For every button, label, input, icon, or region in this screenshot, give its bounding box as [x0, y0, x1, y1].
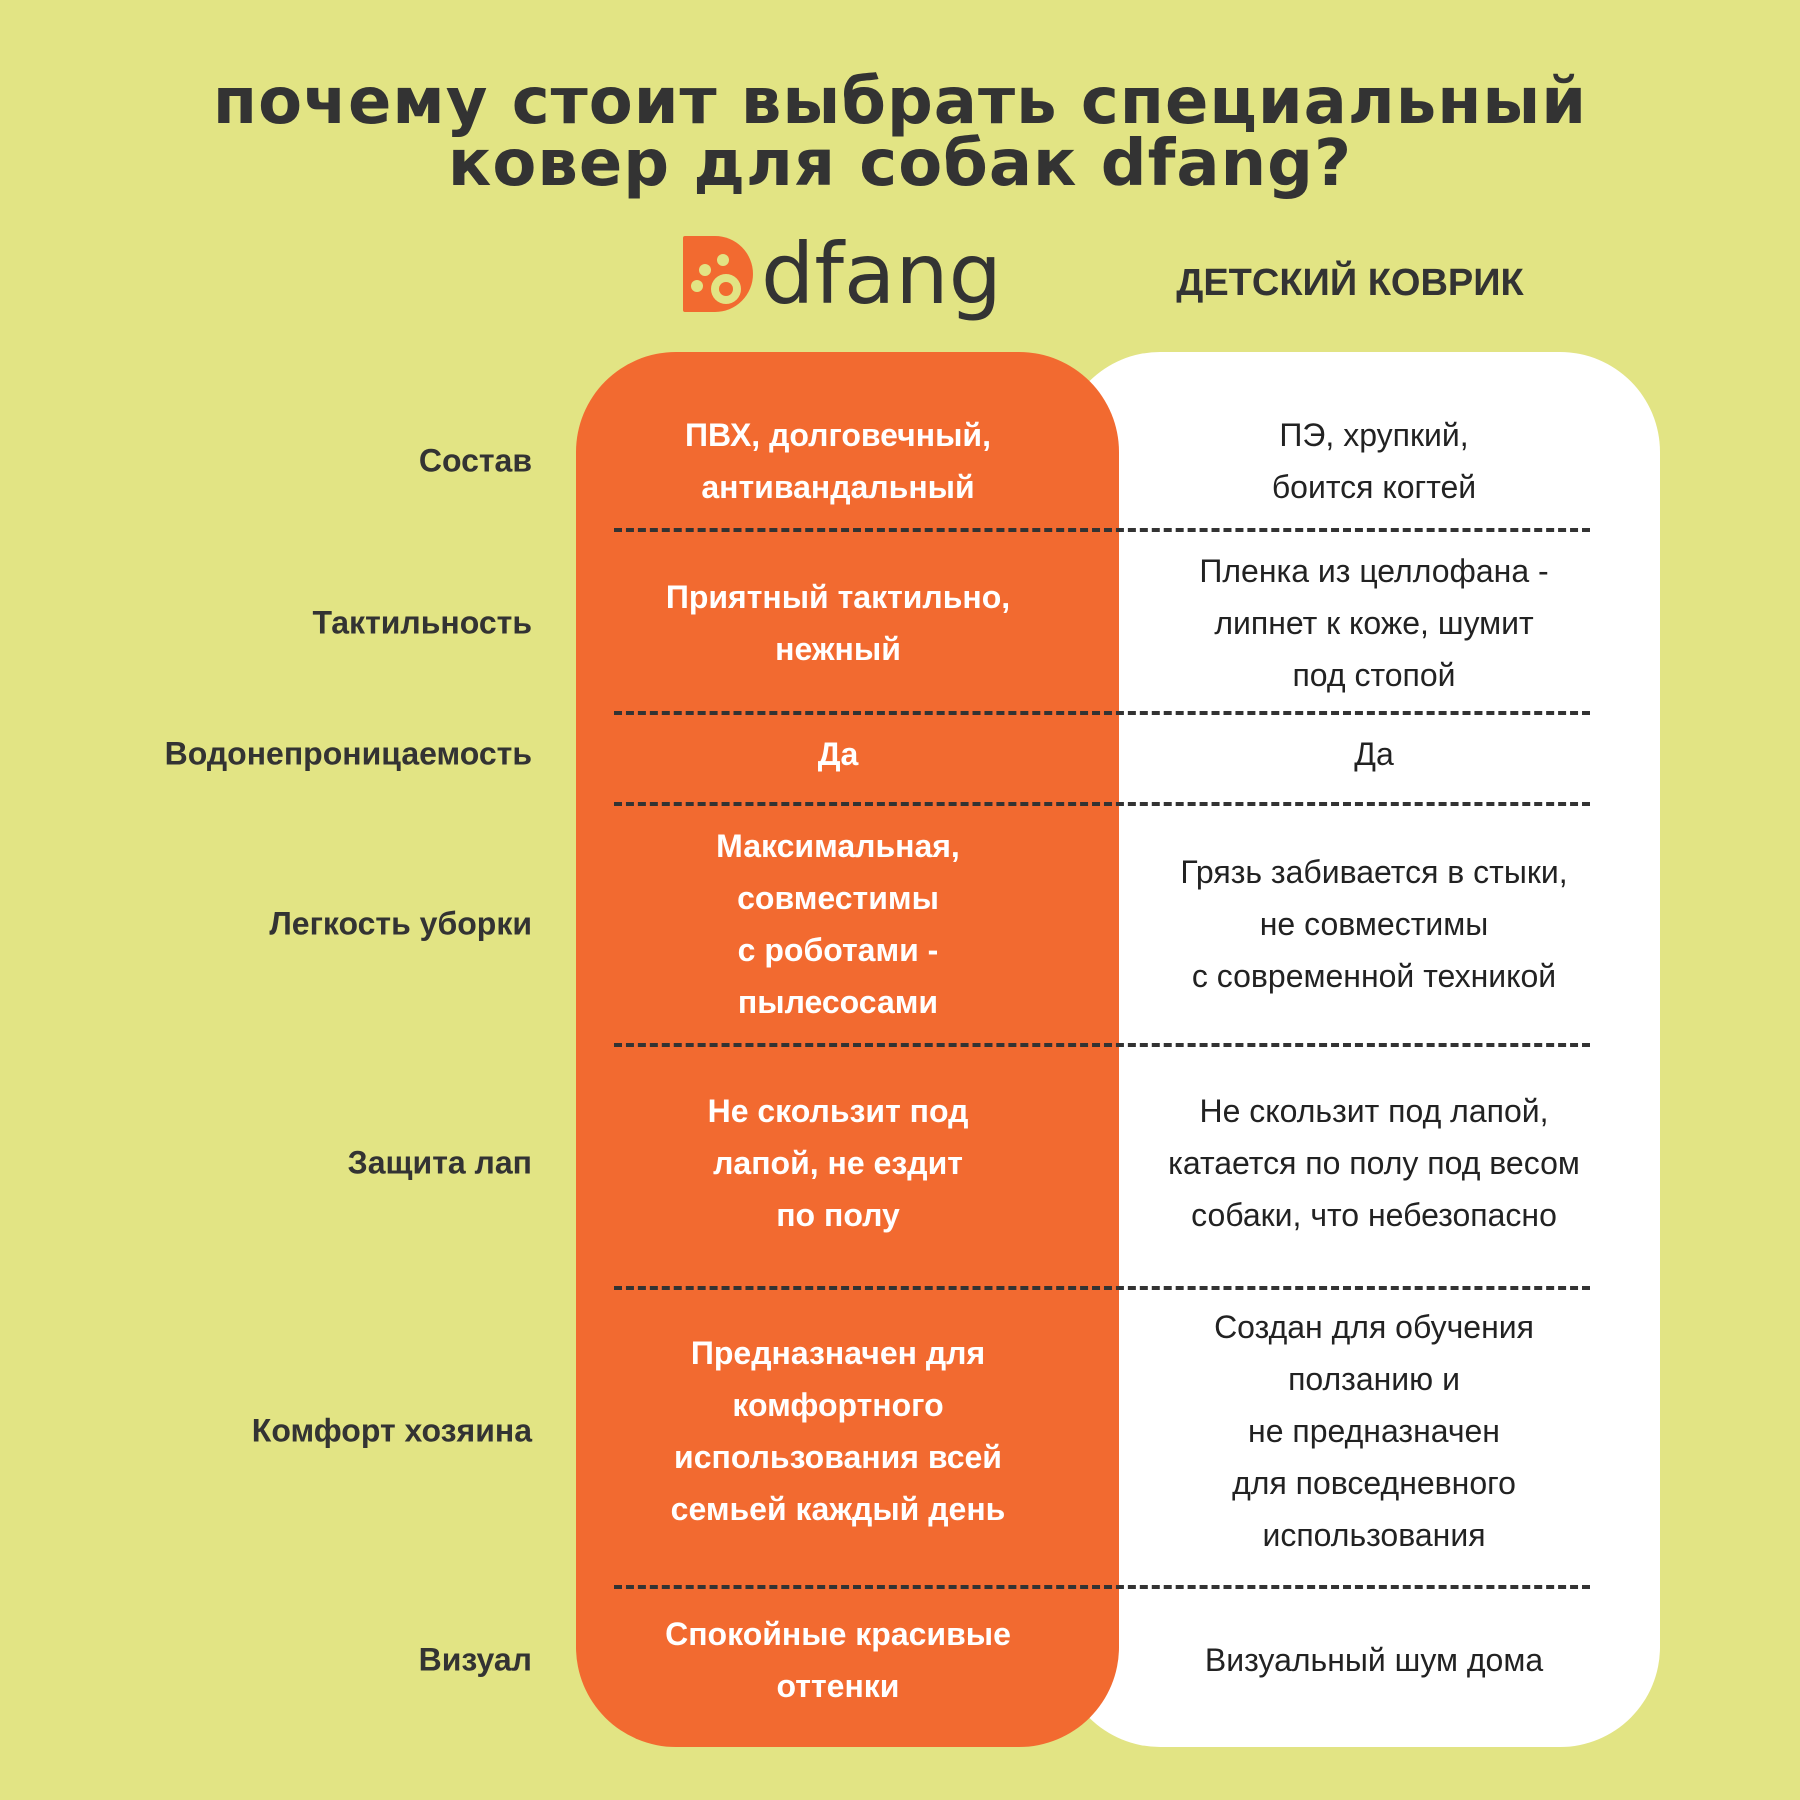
- row-divider: [614, 1286, 1590, 1290]
- paw-icon: [683, 236, 753, 312]
- row-label: Легкость уборки: [269, 905, 532, 942]
- row-divider: [614, 1585, 1590, 1589]
- row-label: Защита лап: [347, 1144, 532, 1181]
- row-divider: [614, 528, 1590, 532]
- baby-mat-cell: Грязь забивается в стыки, не совместимы …: [1180, 854, 1568, 994]
- title-line-1: почему стоит выбрать специальный: [212, 65, 1588, 139]
- row-label: Водонепроницаемость: [164, 735, 532, 772]
- row-label: Комфорт хозяина: [251, 1412, 532, 1449]
- dfang-cell: Приятный тактильно, нежный: [665, 579, 1011, 667]
- column-header-baby-mat: ДЕТСКИЙ КОВРИК: [1176, 262, 1524, 304]
- title-line-2: ковер для собак dfang?: [447, 127, 1353, 201]
- baby-mat-column: [1060, 352, 1660, 1747]
- row-divider: [614, 802, 1590, 806]
- dfang-column: [576, 352, 1119, 1747]
- row-divider: [614, 1043, 1590, 1047]
- dfang-cell: Предназначен для комфортного использован…: [670, 1335, 1006, 1527]
- dfang-cell: Да: [817, 736, 859, 772]
- baby-mat-cell: Да: [1354, 736, 1394, 772]
- row-label: Визуал: [418, 1641, 532, 1678]
- dfang-cell: Не скользит под лапой, не ездит по полу: [707, 1093, 969, 1233]
- dfang-cell: ПВХ, долговечный, антивандальный: [685, 417, 991, 505]
- dfang-cell: Максимальная, совместимы с роботами - пы…: [716, 828, 960, 1020]
- dfang-logo: dfang: [683, 225, 1002, 323]
- row-label: Состав: [418, 442, 532, 479]
- row-divider: [614, 711, 1590, 715]
- baby-mat-cell: Пленка из целлофана - липнет к коже, шум…: [1199, 553, 1549, 693]
- baby-mat-cell: Создан для обучения ползанию и не предна…: [1214, 1309, 1534, 1553]
- dfang-cell: Спокойные красивые оттенки: [665, 1616, 1011, 1704]
- row-label: Тактильность: [312, 604, 533, 641]
- logo-text: dfang: [761, 225, 1002, 323]
- baby-mat-cell: Не скользит под лапой, катается по полу …: [1168, 1093, 1580, 1233]
- baby-mat-cell: Визуальный шум дома: [1204, 1642, 1544, 1678]
- baby-mat-cell: ПЭ, хрупкий, боится когтей: [1271, 417, 1477, 505]
